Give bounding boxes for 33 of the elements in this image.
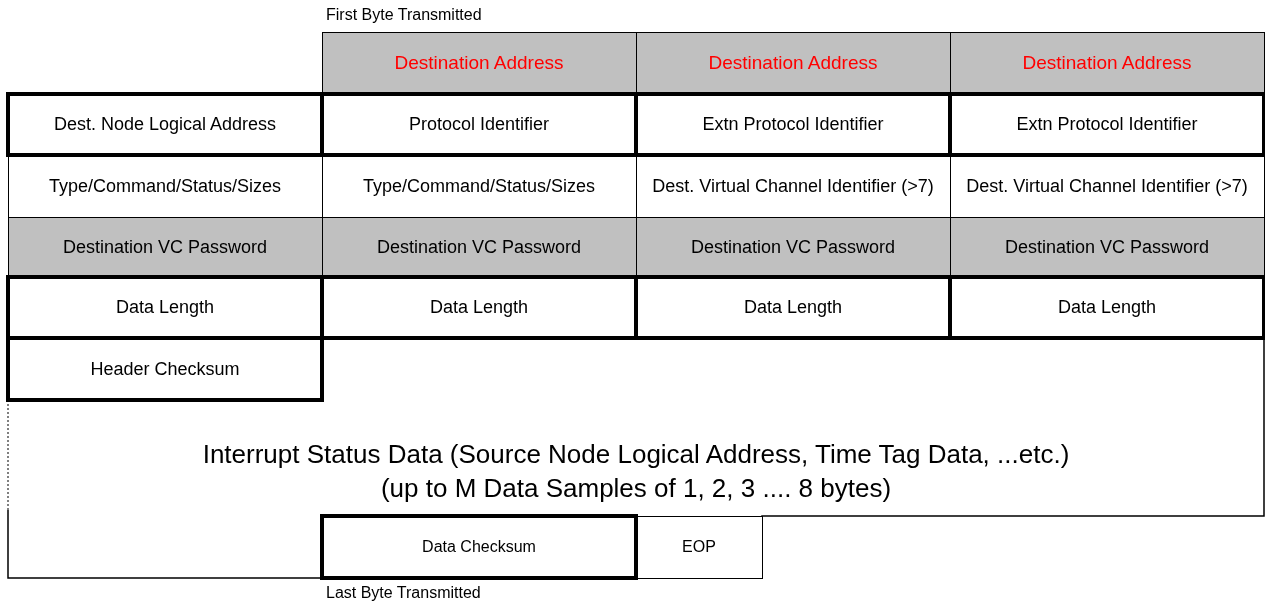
field-label: Destination VC Password: [689, 236, 897, 258]
payload-description: Interrupt Status Data (Source Node Logical Address, Time Tag Data, ...etc.): [202, 438, 1070, 471]
field-cell: [635, 216, 951, 278]
field-cell: [321, 216, 637, 278]
field-label: Destination Address: [393, 52, 565, 74]
field-cell: [949, 31, 1265, 95]
field-label: EOP: [681, 537, 717, 557]
field-label: Header Checksum: [89, 358, 241, 380]
field-label: Protocol Identifier: [407, 114, 551, 135]
field-label: Extn Protocol Identifier: [701, 114, 885, 135]
field-cell: [635, 515, 763, 579]
field-label: Data Length: [114, 297, 216, 318]
field-label: Dest. Virtual Channel Identifier (>7): [651, 175, 935, 197]
field-label: Dest. Virtual Channel Identifier (>7): [965, 175, 1249, 197]
field-label: Extn Protocol Identifier: [1015, 114, 1199, 135]
field-cell: [7, 216, 323, 278]
field-label: Dest. Node Logical Address: [52, 114, 278, 135]
field-label: Destination Address: [707, 52, 879, 74]
field-label: Data Length: [742, 297, 844, 318]
field-label: Type/Command/Status/Sizes: [47, 175, 283, 197]
field-label: Destination VC Password: [61, 236, 269, 258]
field-cell: [321, 31, 637, 95]
field-label: Type/Command/Status/Sizes: [361, 175, 597, 197]
field-cell: [949, 216, 1265, 278]
field-label: Destination VC Password: [375, 236, 583, 258]
field-label: Destination VC Password: [1003, 236, 1211, 258]
field-cell: [635, 31, 951, 95]
payload-description: (up to M Data Samples of 1, 2, 3 .... 8 bytes): [380, 471, 892, 505]
field-cell: [320, 514, 638, 580]
field-label: Destination Address: [1021, 52, 1193, 74]
field-label: Data Length: [1056, 297, 1158, 318]
field-label: Data Length: [428, 297, 530, 318]
field-label: Data Checksum: [421, 537, 537, 557]
